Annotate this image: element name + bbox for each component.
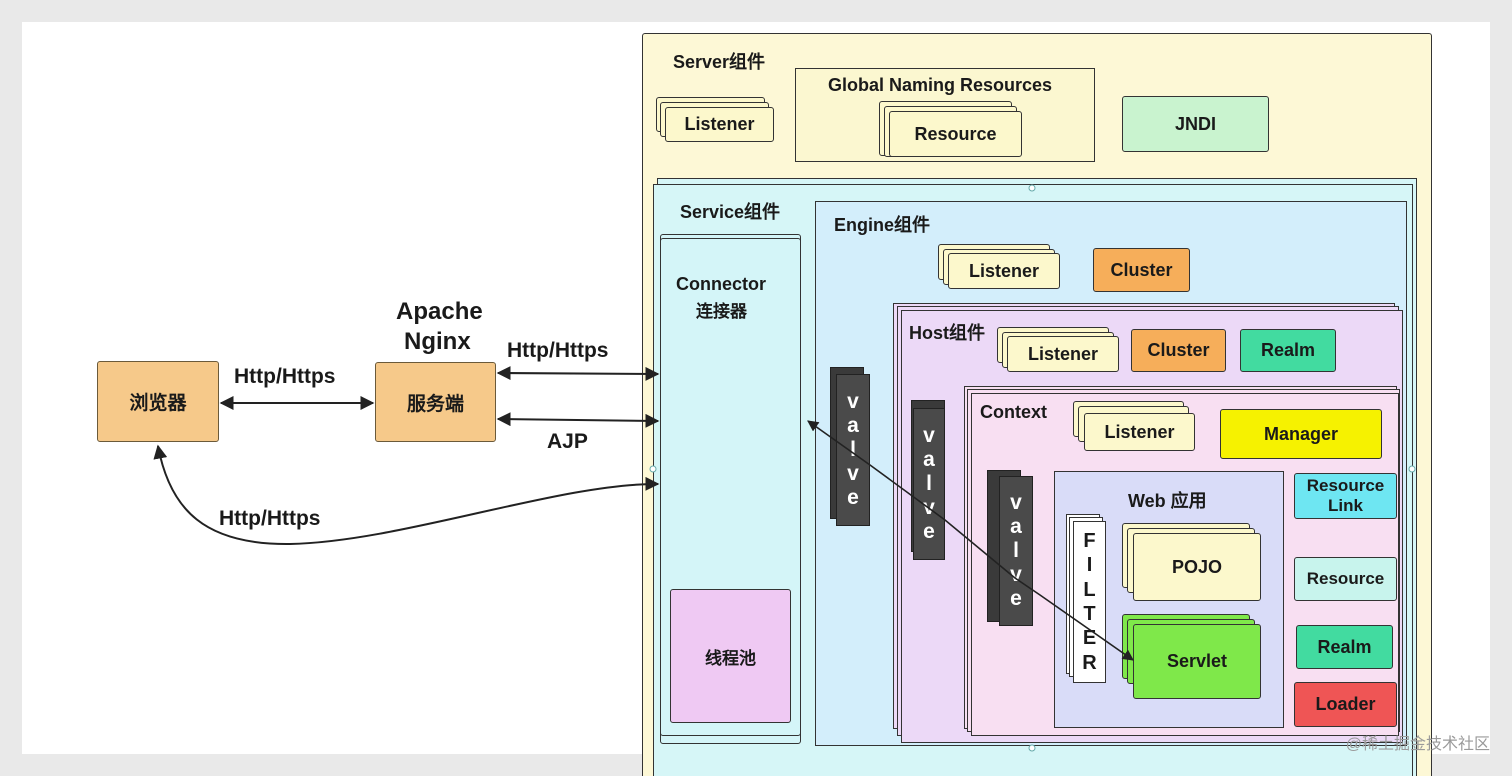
context-realm-label: Realm — [1317, 636, 1372, 657]
thread-pool-label: 线程池 — [705, 648, 756, 668]
context-loader: Loader — [1294, 682, 1397, 727]
host-listener-label: Listener — [1027, 343, 1099, 364]
engine-cluster-label: Cluster — [1110, 259, 1173, 280]
global-naming-title: Global Naming Resources — [828, 75, 1053, 95]
connector-label-cn: 连接器 — [696, 302, 747, 321]
context-realm: Realm — [1296, 625, 1393, 669]
handle-dot — [1028, 744, 1036, 752]
context-manager: Manager — [1220, 409, 1382, 459]
service-title: Service组件 — [680, 202, 781, 222]
handle-dot — [1408, 465, 1416, 473]
jndi-box: JNDI — [1122, 96, 1269, 152]
browser-label: 浏览器 — [129, 393, 187, 414]
server-side-title-line2: Nginx — [404, 328, 471, 355]
host-realm-label: Realm — [1260, 340, 1316, 360]
engine-title: Engine组件 — [834, 215, 931, 235]
context-resource: Resource — [1294, 557, 1397, 601]
ajp-connector-arrow — [496, 412, 660, 428]
handle-dot — [649, 465, 657, 473]
host-listener: Listener — [1007, 336, 1119, 372]
global-resource-label: Resource — [914, 123, 997, 144]
server-listener: Listener — [665, 107, 774, 142]
link-label-http: Http/Https — [507, 339, 609, 362]
connector-label-en: Connector — [676, 274, 766, 294]
pojo-label: POJO — [1171, 556, 1223, 577]
link-label-browser-connector: Http/Https — [219, 507, 321, 530]
server-side-box: 服务端 — [375, 362, 496, 442]
context-title: Context — [980, 402, 1047, 422]
request-flow-arrow — [807, 420, 1134, 661]
context-resource-label: Resource — [1306, 569, 1385, 588]
context-resource-link-label: Resource Link — [1306, 476, 1385, 515]
global-resource: Resource — [889, 111, 1022, 157]
host-cluster: Cluster — [1131, 329, 1226, 372]
host-cluster-label: Cluster — [1147, 340, 1210, 360]
webapp-title: Web 应用 — [1128, 491, 1207, 511]
server-title: Server组件 — [673, 52, 766, 72]
engine-cluster: Cluster — [1093, 248, 1190, 292]
jndi-label: JNDI — [1174, 113, 1216, 134]
server-listener-label: Listener — [684, 114, 755, 134]
link-label-browser-server: Http/Https — [234, 365, 336, 388]
engine-listener: Listener — [948, 253, 1060, 289]
pojo-box: POJO — [1133, 533, 1261, 601]
context-loader-label: Loader — [1315, 694, 1376, 714]
engine-valve-letter: v — [847, 389, 859, 413]
thread-pool-box: 线程池 — [670, 589, 791, 723]
handle-dot — [1028, 184, 1036, 192]
watermark: @稀土掘金技术社区 — [1345, 736, 1490, 753]
browser-connector-arrow — [153, 444, 660, 546]
context-resource-link: Resource Link — [1294, 473, 1397, 519]
servlet-box: Servlet — [1133, 624, 1261, 699]
server-side-label: 服务端 — [406, 393, 464, 415]
servlet-label: Servlet — [1166, 651, 1228, 671]
host-title: Host组件 — [909, 323, 985, 343]
browser-box: 浏览器 — [97, 361, 219, 442]
context-manager-label: Manager — [1263, 423, 1339, 444]
host-realm: Realm — [1240, 329, 1336, 372]
engine-listener-label: Listener — [968, 260, 1040, 281]
http-connector-arrow — [496, 366, 660, 381]
server-side-title-line1: Apache — [396, 298, 483, 325]
